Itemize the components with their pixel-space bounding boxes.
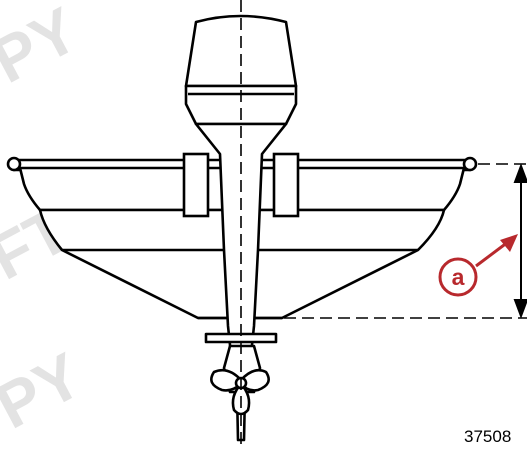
callout-leader	[475, 234, 518, 268]
dimension-arrow	[513, 163, 527, 319]
dimension-extension-lines	[284, 163, 527, 319]
callout-a: a	[438, 257, 478, 297]
figure-number: 37508	[464, 427, 511, 446]
svg-text:PY: PY	[0, 0, 90, 97]
svg-text:PY: PY	[0, 339, 93, 443]
propeller	[210, 368, 270, 416]
transom-bracket	[182, 152, 300, 218]
callout-label: a	[452, 264, 465, 290]
